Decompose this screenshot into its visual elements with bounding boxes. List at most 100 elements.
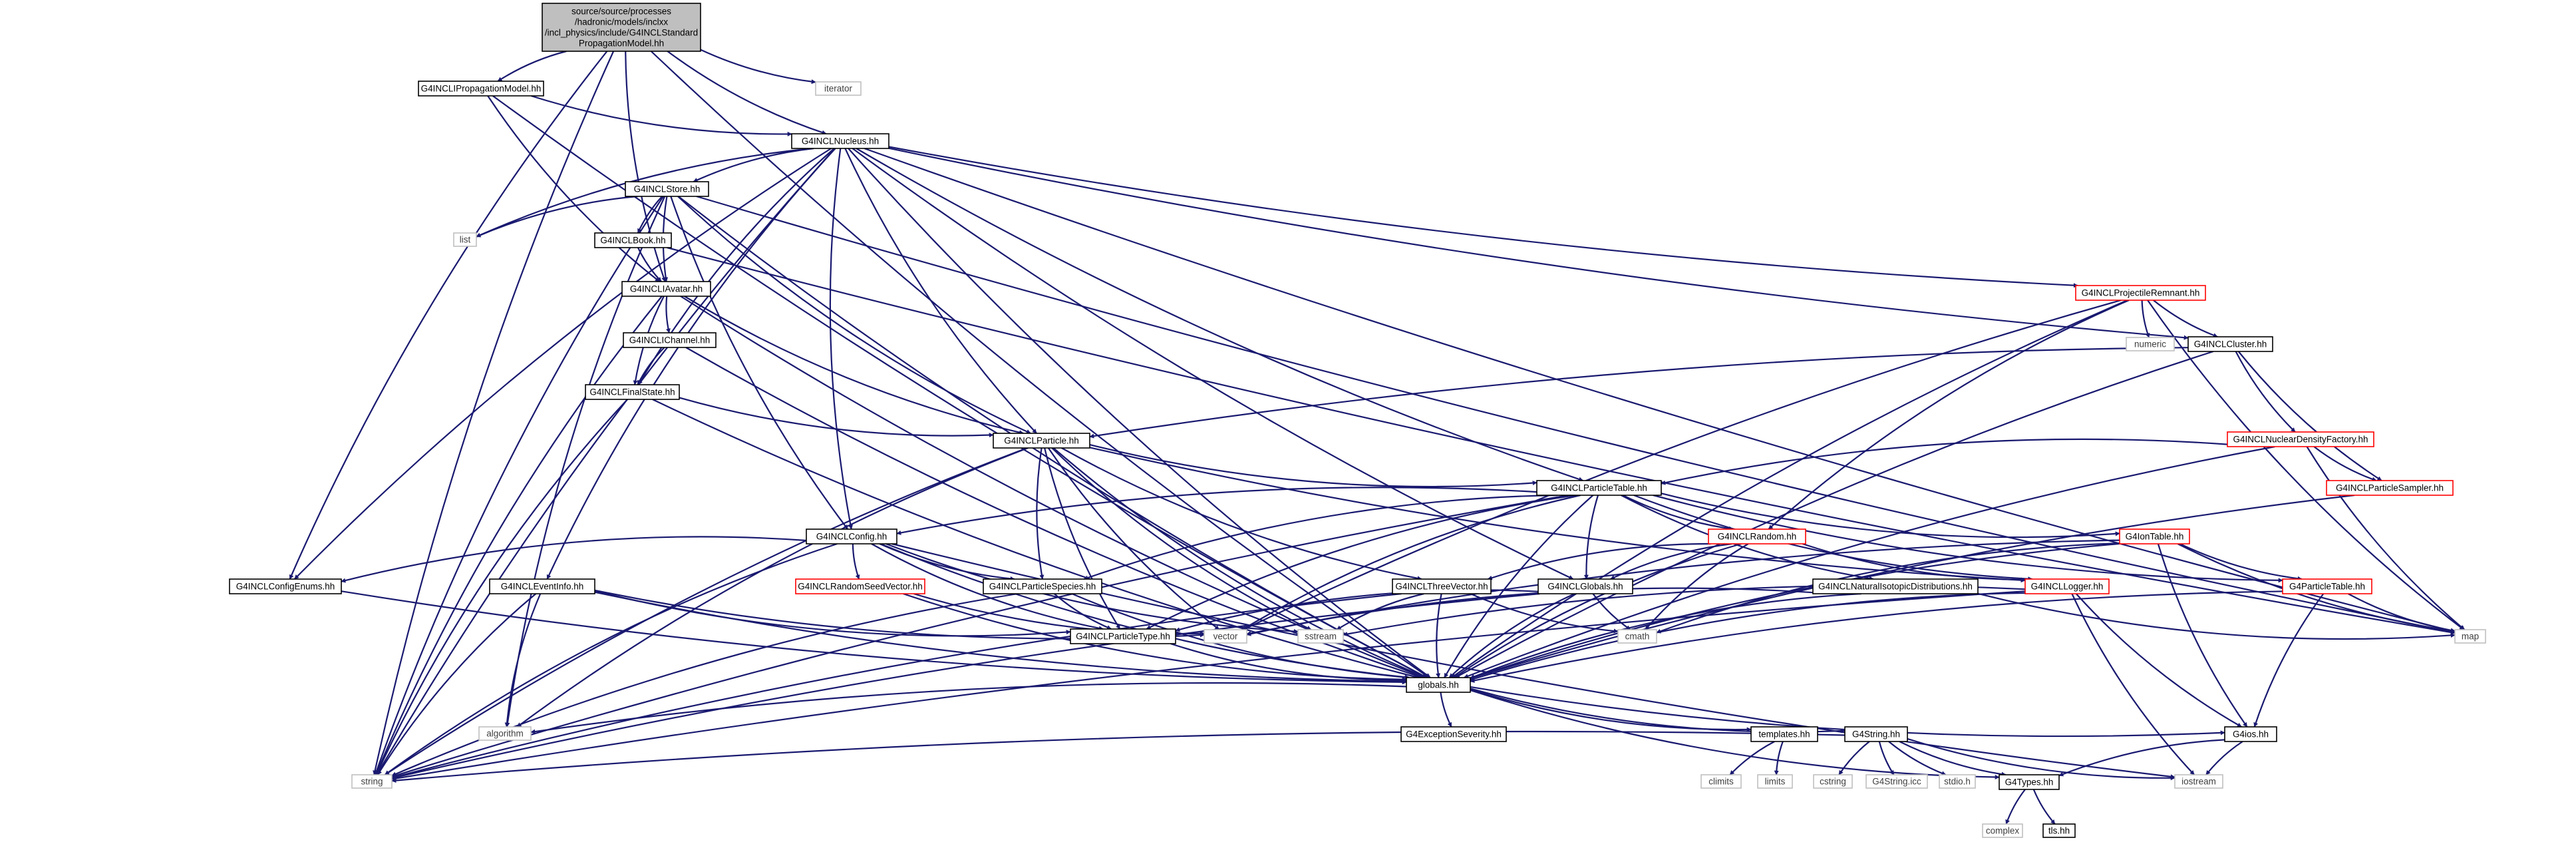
node-threevec[interactable]: G4INCLThreeVector.hh	[1392, 578, 1492, 594]
node-climits[interactable]: climits	[1700, 774, 1742, 789]
node-nucleus[interactable]: G4INCLNucleus.hh	[791, 133, 889, 149]
node-configenums[interactable]: G4INCLConfigEnums.hh	[229, 578, 342, 594]
node-label: G4Types.hh	[2005, 777, 2054, 787]
node-natiso[interactable]: G4INCLNaturalIsotopicDistributions.hh	[1812, 578, 1979, 594]
node-label: templates.hh	[1758, 730, 1810, 740]
edge-nucleus-to-config	[829, 148, 853, 530]
file-nodes: source/source/processes/hadronic/models/…	[229, 3, 2486, 838]
edge-projremnant-to-random	[1768, 299, 2130, 530]
edge-natiso-to-globals	[1470, 592, 1861, 679]
edge-ndensity-to-psampler	[2313, 446, 2377, 482]
node-numeric[interactable]: numeric	[2126, 337, 2175, 351]
node-ndensity[interactable]: G4INCLNuclearDensityFactory.hh	[2227, 431, 2374, 447]
node-label: G4INCLParticleTable.hh	[1551, 483, 1647, 493]
node-ichannel[interactable]: G4INCLIChannel.hh	[623, 332, 717, 348]
node-list[interactable]: list	[453, 232, 477, 247]
node-psampler[interactable]: G4INCLParticleSampler.hh	[2326, 480, 2454, 496]
edge-config-to-rseed	[852, 543, 860, 580]
edge-finalstate-to-string	[375, 399, 628, 775]
node-globals[interactable]: globals.hh	[1406, 677, 1471, 693]
edge-root-to-string	[373, 51, 615, 775]
edge-iontable-to-g4ios	[2157, 543, 2248, 728]
node-rseed[interactable]: G4INCLRandomSeedVector.hh	[795, 578, 925, 594]
node-vector[interactable]: vector	[1204, 629, 1247, 644]
node-box	[585, 384, 680, 400]
node-particle[interactable]: G4INCLParticle.hh	[993, 433, 1090, 449]
node-finalstate[interactable]: G4INCLFinalState.hh	[585, 384, 680, 400]
node-limits[interactable]: limits	[1757, 774, 1793, 789]
node-random[interactable]: G4INCLRandom.hh	[1708, 529, 1806, 544]
edge-g4ptable-to-map	[2347, 593, 2456, 633]
node-inclglobals[interactable]: G4INCLGlobals.hh	[1537, 578, 1633, 594]
node-box	[2075, 285, 2206, 301]
node-cluster[interactable]: G4INCLCluster.hh	[2187, 336, 2273, 352]
node-box	[2119, 529, 2190, 544]
edge-ptable-to-ptype	[1146, 494, 1576, 630]
node-algorithm[interactable]: algorithm	[478, 726, 532, 741]
node-box	[594, 232, 672, 248]
node-pspecies[interactable]: G4INCLParticleSpecies.hh	[983, 578, 1102, 594]
node-iontable[interactable]: G4IonTable.hh	[2119, 529, 2190, 544]
edge-cluster-to-globals	[1454, 350, 2214, 678]
node-label: iterator	[824, 84, 853, 94]
node-tls[interactable]: tls.hh	[2042, 823, 2076, 838]
edge-config-to-string	[384, 542, 838, 775]
node-exsev[interactable]: G4ExceptionSeverity.hh	[1400, 726, 1507, 742]
node-book[interactable]: G4INCLBook.hh	[594, 232, 672, 248]
edge-ptable-to-globals	[1444, 495, 1594, 678]
node-box	[1406, 677, 1471, 693]
node-box	[2126, 337, 2175, 351]
edge-logger-to-g4ios	[2075, 593, 2242, 728]
node-box	[2454, 629, 2486, 644]
node-iprop[interactable]: G4INCLIPropagationModel.hh	[418, 81, 544, 97]
node-ptable[interactable]: G4INCLParticleTable.hh	[1536, 480, 1662, 496]
node-root[interactable]: source/source/processes/hadronic/models/…	[542, 3, 701, 52]
node-g4ios[interactable]: G4ios.hh	[2224, 726, 2277, 742]
edge-store-to-map	[696, 195, 2456, 634]
node-iterator[interactable]: iterator	[815, 81, 862, 96]
node-iavatar[interactable]: G4INCLIAvatar.hh	[621, 281, 711, 297]
node-g4types[interactable]: G4Types.hh	[1999, 774, 2060, 790]
node-iostream[interactable]: iostream	[2174, 774, 2223, 789]
node-eventinfo[interactable]: G4INCLEventInfo.hh	[489, 578, 595, 594]
edge-g4string-to-g4stringicc	[1878, 741, 1895, 775]
edge-particle-to-globals	[1052, 447, 1427, 679]
edge-particle-to-ptype	[1044, 447, 1121, 630]
node-box	[2224, 726, 2277, 742]
node-g4string[interactable]: G4String.hh	[1844, 726, 1908, 742]
node-cmath[interactable]: cmath	[1617, 629, 1657, 644]
edge-g4types-to-complex	[2005, 789, 2026, 825]
node-box	[2187, 336, 2273, 352]
node-cstring[interactable]: cstring	[1813, 774, 1853, 789]
node-label: G4INCLStore.hh	[634, 184, 701, 194]
node-label: G4INCLProjectileRemnant.hh	[2082, 288, 2200, 298]
node-templates[interactable]: templates.hh	[1750, 726, 1818, 742]
node-label: G4INCLThreeVector.hh	[1395, 582, 1488, 592]
node-stdio[interactable]: stdio.h	[1939, 774, 1976, 789]
node-sstream[interactable]: sstream	[1297, 629, 1344, 644]
node-ptype[interactable]: G4INCLParticleType.hh	[1070, 628, 1176, 644]
edge-ptable-to-pspecies	[1083, 494, 1558, 580]
node-config[interactable]: G4INCLConfig.hh	[806, 529, 897, 544]
edge-eventinfo-to-string	[377, 593, 537, 775]
edge-nucleus-to-eventinfo	[546, 148, 836, 580]
edge-iontable-to-cmath	[1656, 542, 2120, 634]
edge-store-to-list	[476, 195, 638, 238]
edge-g4string-to-stdio	[1888, 741, 1947, 776]
node-store[interactable]: G4INCLStore.hh	[625, 181, 709, 197]
node-box	[621, 281, 711, 297]
edge-root-to-iterator	[700, 49, 816, 85]
node-label: cstring	[1820, 777, 1846, 787]
node-projremnant[interactable]: G4INCLProjectileRemnant.hh	[2075, 285, 2206, 301]
node-label: climits	[1708, 777, 1734, 787]
node-g4ptable[interactable]: G4ParticleTable.hh	[2282, 578, 2372, 594]
node-map[interactable]: map	[2454, 629, 2486, 644]
node-logger[interactable]: G4INCLLogger.hh	[2024, 578, 2110, 594]
node-box	[791, 133, 889, 149]
edge-inclglobals-to-cmath	[1592, 593, 1631, 630]
node-string[interactable]: string	[351, 774, 393, 789]
edge-eventinfo-to-algorithm	[504, 593, 542, 728]
node-complex[interactable]: complex	[1982, 823, 2023, 838]
edge-book-to-iavatar	[637, 247, 662, 282]
node-g4stringicc[interactable]: G4String.icc	[1865, 774, 1928, 789]
